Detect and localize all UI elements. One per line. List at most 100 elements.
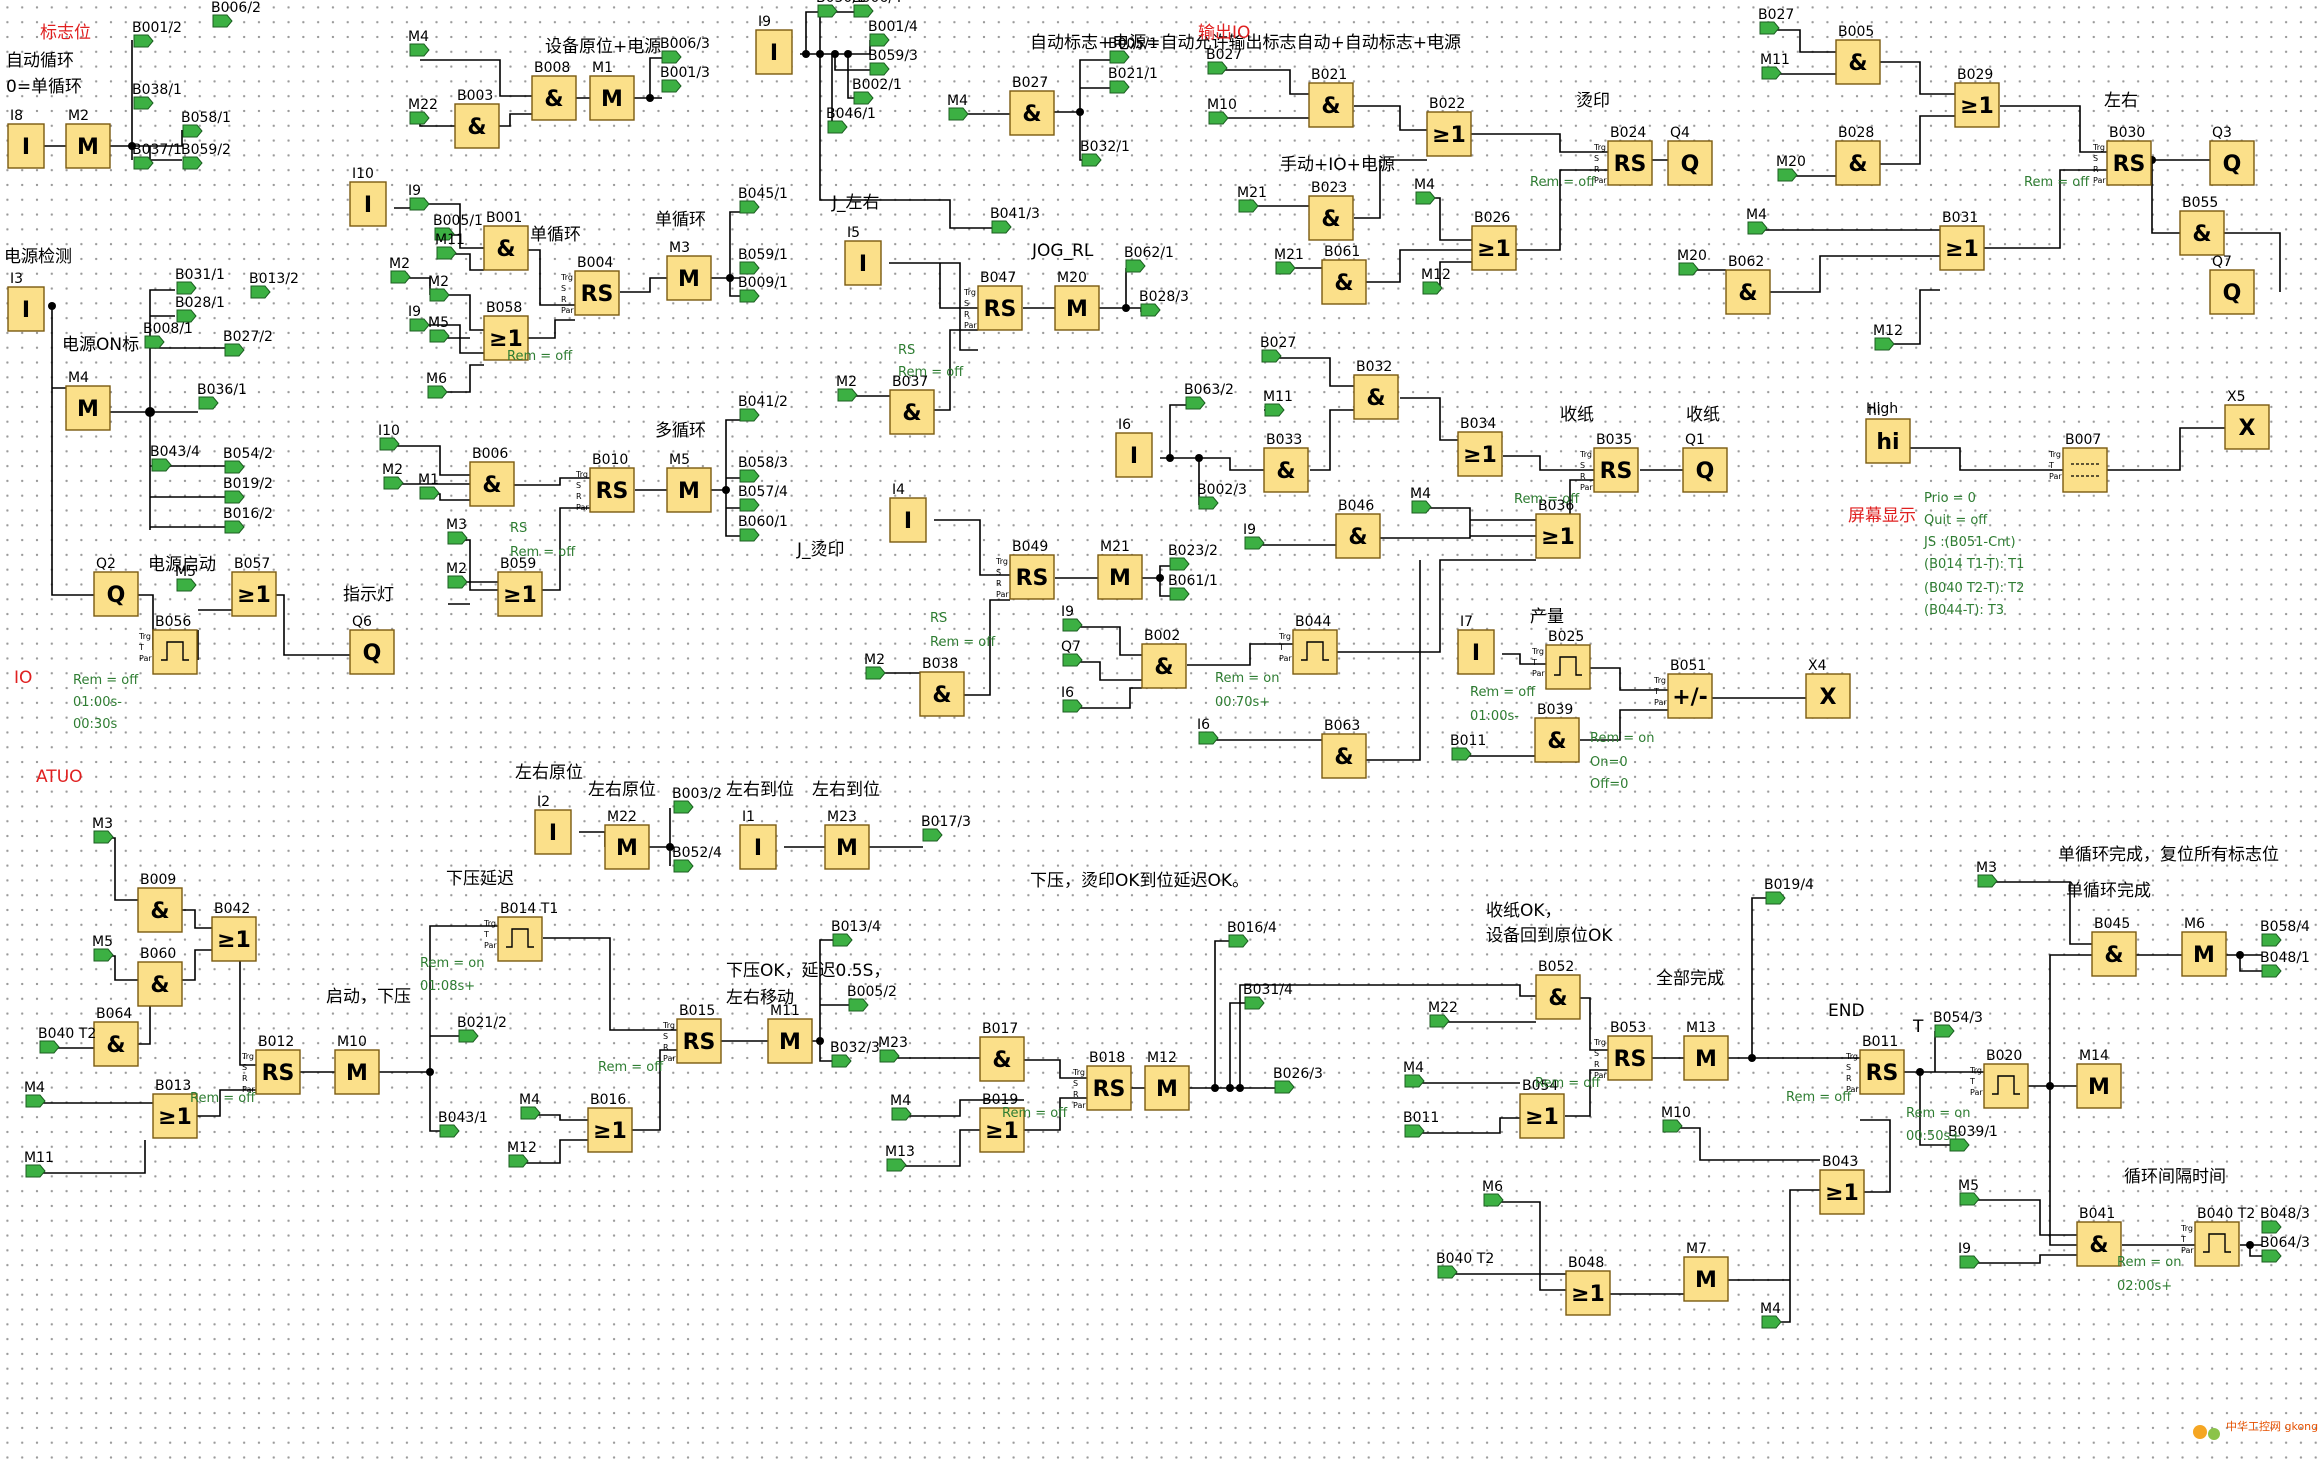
block-b038[interactable]: B038& bbox=[919, 656, 965, 717]
connector-flag[interactable]: M5 bbox=[175, 564, 197, 592]
connector-flag[interactable]: B048/3 bbox=[2260, 1206, 2310, 1234]
connector-flag[interactable]: M4 bbox=[1746, 207, 1768, 235]
connector-flag[interactable]: B002/1 bbox=[852, 77, 902, 105]
connector-flag[interactable]: B032/1 bbox=[1080, 139, 1130, 167]
connector-flag[interactable]: B001/4 bbox=[868, 19, 918, 47]
block-i3[interactable]: I3I bbox=[7, 271, 45, 332]
block-b001[interactable]: B001& bbox=[483, 210, 529, 271]
connector-flag[interactable]: M12 bbox=[1873, 323, 1903, 351]
connector-flag[interactable]: M4 bbox=[1410, 486, 1432, 514]
block-i5[interactable]: I5I bbox=[844, 225, 882, 286]
connector-flag[interactable]: I9 bbox=[1061, 604, 1083, 632]
block-b013[interactable]: B013≥1 bbox=[152, 1078, 198, 1139]
connector-flag[interactable]: B013/4 bbox=[831, 919, 881, 947]
block-b008[interactable]: B008& bbox=[531, 60, 577, 121]
connector-flag[interactable]: B041/3 bbox=[990, 206, 1040, 234]
block-b059[interactable]: B059≥1 bbox=[497, 556, 543, 617]
connector-flag[interactable]: B026/3 bbox=[1273, 1066, 1323, 1094]
connector-flag[interactable]: M4 bbox=[1760, 1301, 1782, 1329]
block-b021[interactable]: B021& bbox=[1308, 67, 1354, 128]
connector-flag[interactable]: M13 bbox=[885, 1144, 915, 1172]
block-b045[interactable]: B045& bbox=[2091, 916, 2137, 977]
block-b034[interactable]: B034≥1 bbox=[1457, 416, 1503, 477]
block-q3[interactable]: Q3Q bbox=[2209, 125, 2255, 186]
connector-flag[interactable]: M5 bbox=[428, 315, 450, 343]
block-i1[interactable]: I1I bbox=[739, 809, 777, 870]
connector-flag[interactable]: M1 bbox=[418, 472, 440, 500]
connector-flag[interactable]: B005/2 bbox=[847, 984, 897, 1012]
block-b058[interactable]: B058≥1 bbox=[483, 300, 529, 361]
block-b043[interactable]: B043≥1 bbox=[1819, 1154, 1865, 1215]
connector-flag[interactable]: B031/1 bbox=[175, 267, 225, 295]
connector-flag[interactable]: B032/3 bbox=[830, 1040, 880, 1068]
block-b048[interactable]: B048≥1 bbox=[1565, 1255, 1611, 1316]
connector-flag[interactable]: B019/4 bbox=[1764, 877, 1814, 905]
connector-flag[interactable]: B037/1 bbox=[132, 142, 182, 170]
connector-flag[interactable]: B027/2 bbox=[223, 329, 273, 357]
block-x5[interactable]: X5X bbox=[2224, 389, 2270, 450]
connector-flag[interactable]: B040 T2 bbox=[38, 1026, 96, 1054]
block-b060[interactable]: B060& bbox=[137, 946, 183, 1007]
connector-flag[interactable]: B058/1 bbox=[181, 110, 231, 138]
connector-flag[interactable]: M4 bbox=[24, 1080, 46, 1108]
connector-flag[interactable]: M20 bbox=[1776, 154, 1806, 182]
block-m7[interactable]: M7M bbox=[1683, 1241, 1729, 1302]
connector-flag[interactable]: M5 bbox=[1958, 1178, 1980, 1206]
connector-flag[interactable]: M21 bbox=[1237, 185, 1267, 213]
connector-flag[interactable]: Q7 bbox=[1061, 639, 1083, 667]
connector-flag[interactable]: B016/4 bbox=[1227, 920, 1277, 948]
connector-flag[interactable]: I6 bbox=[1197, 717, 1219, 745]
connector-flag[interactable]: B059/3 bbox=[868, 48, 918, 76]
connector-flag[interactable]: B059/1 bbox=[738, 247, 788, 275]
block-b019[interactable]: B019≥1 bbox=[979, 1092, 1025, 1153]
connector-flag[interactable]: I10 bbox=[378, 423, 400, 451]
connector-flag[interactable]: B021/1 bbox=[1108, 66, 1158, 94]
connector-flag[interactable]: B028/1 bbox=[175, 295, 225, 323]
connector-flag[interactable]: I9 bbox=[1243, 522, 1265, 550]
block-m4a[interactable]: M4M bbox=[65, 370, 111, 431]
block-i6[interactable]: I6I bbox=[1115, 417, 1153, 478]
block-m2a[interactable]: M2M bbox=[65, 108, 111, 169]
block-m6[interactable]: M6M bbox=[2181, 916, 2227, 977]
block-b064[interactable]: B064& bbox=[93, 1006, 139, 1067]
block-b016[interactable]: B016≥1 bbox=[587, 1092, 633, 1153]
connector-flag[interactable]: M6 bbox=[426, 371, 448, 399]
connector-flag[interactable]: B001/3 bbox=[660, 65, 710, 93]
connector-flag[interactable]: M2 bbox=[446, 561, 468, 589]
block-b052[interactable]: B052& bbox=[1535, 959, 1581, 1020]
block-b061[interactable]: B061& bbox=[1321, 244, 1367, 305]
block-b027a[interactable]: B027& bbox=[1009, 75, 1055, 136]
block-i2[interactable]: I2I bbox=[534, 794, 572, 855]
connector-flag[interactable]: M11 bbox=[435, 232, 465, 260]
connector-flag[interactable]: B005/1 bbox=[433, 213, 483, 241]
connector-flag[interactable]: M3 bbox=[446, 517, 468, 545]
connector-flag[interactable]: B009/1 bbox=[738, 275, 788, 303]
block-b041[interactable]: B041& bbox=[2076, 1206, 2122, 1267]
connector-flag[interactable]: M4 bbox=[890, 1093, 912, 1121]
connector-flag[interactable]: M2 bbox=[389, 256, 411, 284]
block-i7[interactable]: I7I bbox=[1457, 614, 1495, 675]
connector-flag[interactable]: M23 bbox=[878, 1035, 908, 1063]
block-b003[interactable]: B003& bbox=[454, 88, 500, 149]
block-b009[interactable]: B009& bbox=[137, 872, 183, 933]
connector-flag[interactable]: B045/1 bbox=[738, 186, 788, 214]
block-i8[interactable]: I8I bbox=[7, 108, 45, 169]
connector-flag[interactable]: B036/1 bbox=[197, 382, 247, 410]
block-b037[interactable]: B037& bbox=[889, 374, 935, 435]
connector-flag[interactable]: I9 bbox=[408, 304, 430, 332]
connector-flag[interactable]: M2 bbox=[428, 274, 450, 302]
block-x4[interactable]: X4X bbox=[1805, 658, 1851, 719]
connector-flag[interactable]: M10 bbox=[1207, 97, 1237, 125]
